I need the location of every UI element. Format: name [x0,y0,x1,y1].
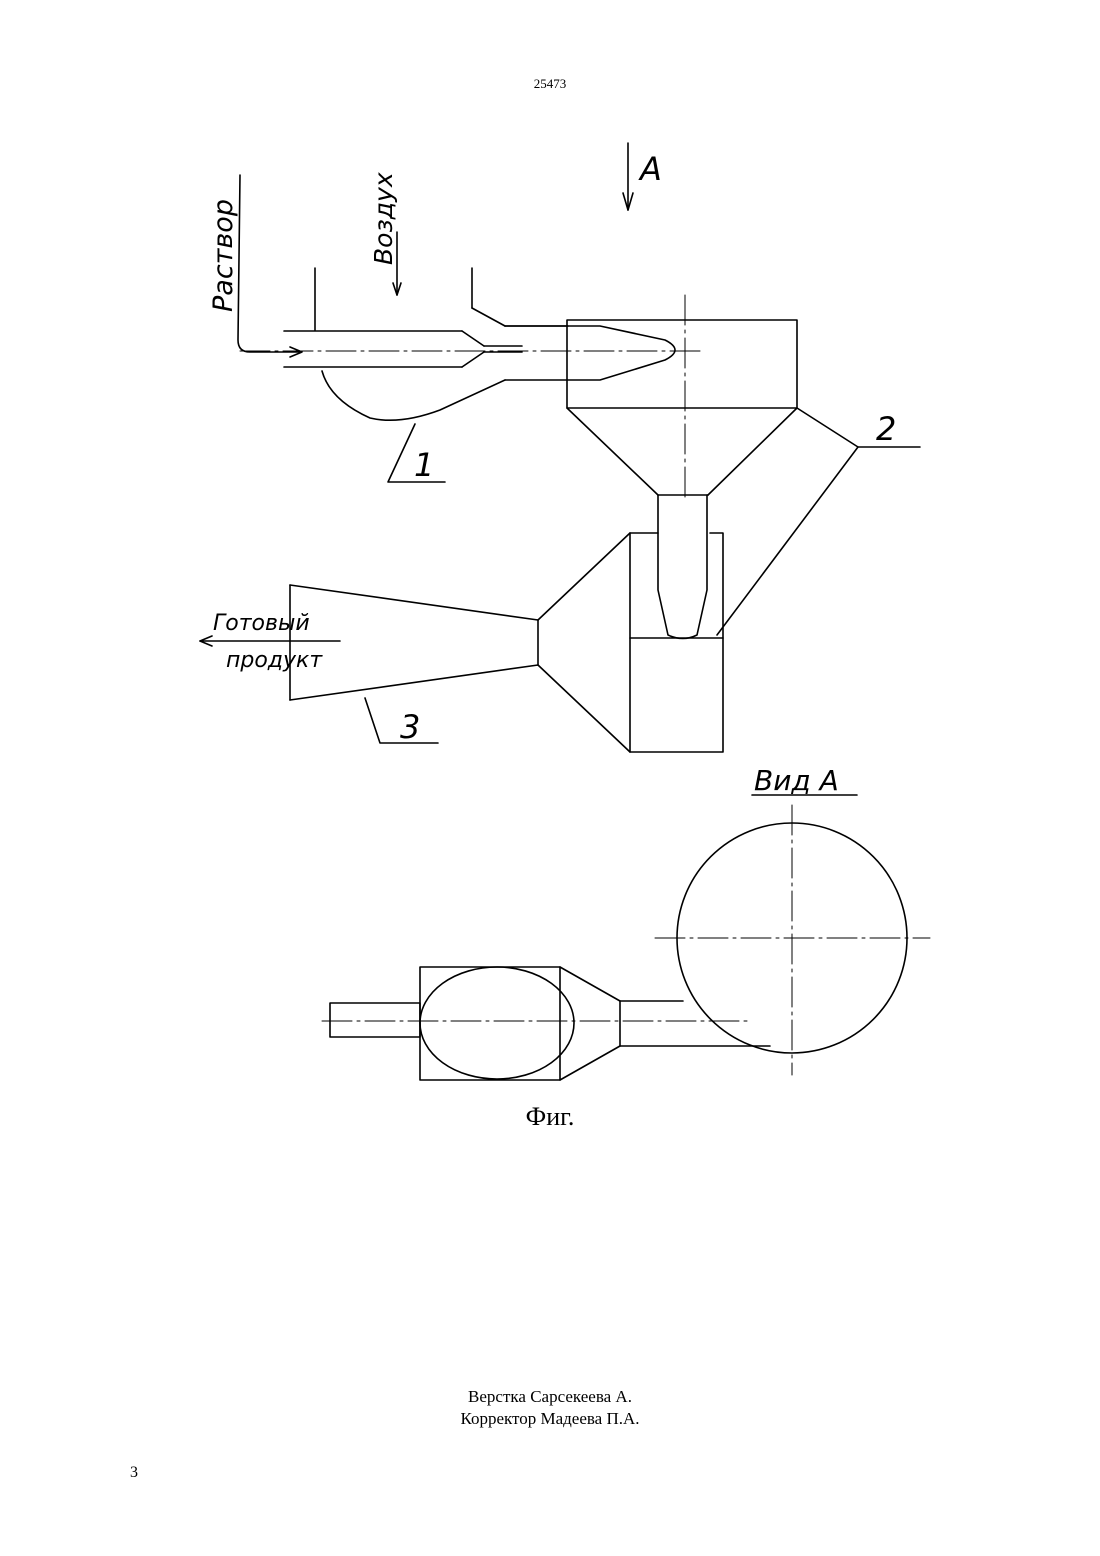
air-label: Воздух [369,172,398,265]
product-label-line2: продукт [226,648,323,673]
figure-caption: Фиг. [0,1102,1100,1132]
cyclone [567,295,797,639]
solution-feed-line [238,175,302,357]
view-arrow-label: А [638,150,662,188]
corrector-credit: Корректор Мадеева П.А. [0,1408,1100,1430]
credits: Верстка Сарсекеева А. Корректор Мадеева … [0,1386,1100,1430]
plan-view [322,795,930,1080]
layout-credit: Верстка Сарсекеева А. [0,1386,1100,1408]
nozzle-assembly [240,268,700,420]
view-a-arrow [623,143,633,210]
part-label-1: 1 [414,446,434,484]
solution-label: Раствор [208,199,239,312]
part-label-2: 2 [876,410,896,448]
product-label-line1: Готовый [213,611,310,636]
view-a-title: Вид А [754,764,839,797]
part-label-3: 3 [400,708,420,746]
product-output-arrow [200,636,340,646]
page-number: 3 [130,1464,138,1482]
